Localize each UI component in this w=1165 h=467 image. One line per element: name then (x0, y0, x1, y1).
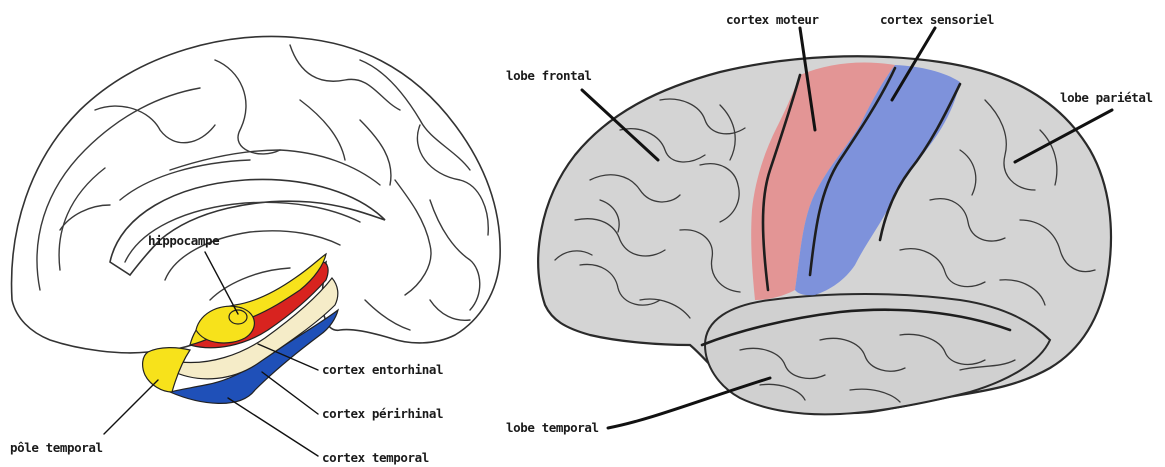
label-cortex-perirhinal: cortex périrhinal (322, 406, 443, 421)
lateral-brain-diagram: cortex moteur cortex sensoriel lobe fron… (506, 12, 1153, 435)
leader-cortex-perirhinal (262, 372, 318, 414)
medial-brain-diagram: hippocampe cortex entorhinal cortex péri… (10, 36, 500, 465)
label-lobe-parietal: lobe pariétal (1060, 90, 1153, 105)
leader-pole-temporal (104, 380, 158, 434)
label-pole-temporal: pôle temporal (10, 440, 103, 455)
label-lobe-frontal: lobe frontal (506, 68, 592, 83)
label-cortex-entorhinal: cortex entorhinal (322, 362, 443, 377)
temporal-lobe-shape (705, 294, 1050, 414)
leader-cortex-temporal (228, 398, 318, 456)
label-lobe-temporal: lobe temporal (506, 420, 599, 435)
label-cortex-sensoriel: cortex sensoriel (880, 12, 994, 27)
label-hippocampe: hippocampe (148, 233, 220, 248)
label-cortex-temporal: cortex temporal (322, 450, 429, 465)
hippocampe-core (229, 310, 247, 324)
leader-lobe-temporal (608, 378, 770, 428)
label-cortex-moteur: cortex moteur (726, 12, 820, 27)
